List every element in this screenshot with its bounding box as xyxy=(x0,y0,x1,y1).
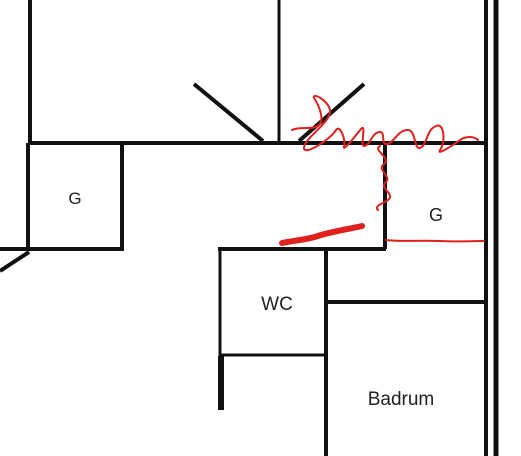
room-label-wc: WC xyxy=(261,294,293,315)
markup-stroke-thick xyxy=(279,223,365,246)
markup-squiggle-top xyxy=(291,94,479,153)
door-swing-left xyxy=(192,82,265,143)
markup-stroke-horizontal xyxy=(385,239,485,243)
markup-squiggle-vertical xyxy=(376,145,391,211)
walls xyxy=(0,0,499,456)
room-label-closet-left: G xyxy=(68,189,81,208)
door-swing-right xyxy=(297,82,366,143)
red-markup xyxy=(279,94,485,246)
wall-diagonal-lower-left xyxy=(0,250,31,273)
room-label-bathroom: Badrum xyxy=(368,389,435,410)
room-label-closet-right: G xyxy=(429,205,443,225)
